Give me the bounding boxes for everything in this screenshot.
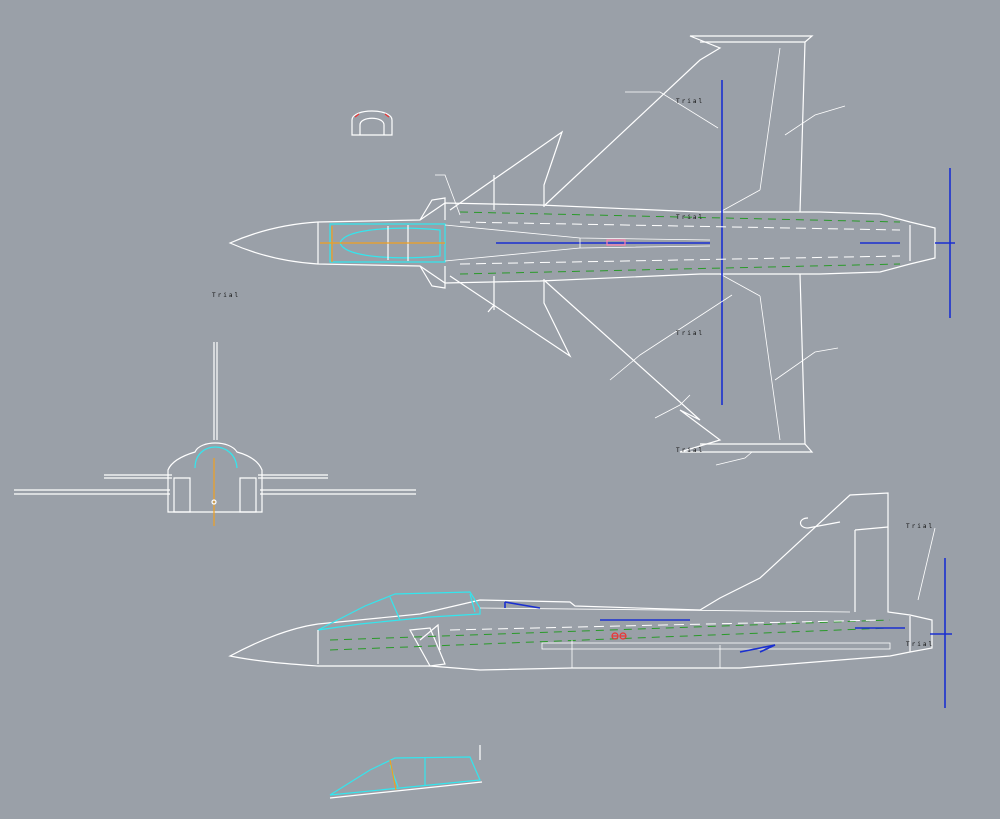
spine-side	[479, 607, 851, 613]
center-point-front	[211, 499, 217, 505]
trial-label-top-3: Trial	[676, 330, 704, 337]
leader-line-7	[715, 451, 753, 466]
canard-front-right	[258, 474, 328, 479]
intake-top-lower	[419, 265, 446, 289]
wing-front-right[interactable]	[260, 489, 416, 495]
canopy-side	[317, 591, 481, 631]
internal-box-side	[541, 642, 891, 650]
canopy-detail-outline	[351, 110, 393, 136]
internal-dash-upper	[459, 221, 901, 231]
leader-line-3	[435, 174, 461, 216]
canopy-detail-mark-2	[384, 113, 390, 118]
canopy-section-outline	[329, 756, 481, 796]
leader-line-2	[784, 105, 846, 136]
fin-side[interactable]	[854, 526, 889, 612]
ref-line-side	[329, 627, 891, 651]
internal-dash-side	[449, 619, 881, 631]
ref-line-upper	[459, 211, 901, 223]
ref-line-lower	[459, 263, 901, 275]
leader-line-side	[917, 527, 936, 601]
wing-upper[interactable]	[544, 35, 814, 213]
canopy-detail[interactable]	[351, 110, 393, 136]
trial-label-top-4: Trial	[676, 447, 704, 454]
trial-label-top-1: Trial	[676, 98, 704, 105]
front-view[interactable]	[14, 342, 416, 526]
trial-label-top-2: Trial	[676, 214, 704, 221]
canard-front-left	[104, 474, 172, 479]
canopy-detail-inner	[359, 117, 385, 135]
top-view[interactable]: Trial Trial Trial Trial Trial	[212, 35, 955, 466]
trial-label-side-2: Trial	[906, 641, 934, 648]
elevon-side-blue[interactable]	[739, 644, 776, 653]
canard-upper[interactable]	[449, 130, 564, 211]
intake-ramp-side	[419, 623, 441, 651]
leader-line-4	[609, 294, 733, 381]
intake-front-left	[173, 477, 191, 513]
cg-marker-top	[606, 239, 626, 246]
ref-line-side-2	[329, 619, 891, 641]
canard-lower[interactable]	[449, 275, 572, 358]
fuselage-outline-side[interactable]	[228, 492, 933, 671]
canard-side-blue[interactable]	[504, 601, 541, 609]
wing-upper-inner	[719, 47, 781, 213]
trial-label-side-1: Trial	[906, 523, 934, 530]
intake-top-upper	[419, 197, 446, 221]
canopy-section-accent	[389, 759, 397, 791]
fuselage-front	[167, 442, 263, 513]
fin-bulge	[799, 517, 841, 529]
side-view[interactable]: Trial Trial	[228, 492, 952, 708]
leader-line-6	[774, 347, 839, 381]
canopy-section[interactable]	[329, 745, 483, 799]
wing-lower-inner	[719, 273, 781, 441]
canopy-detail-mark-1	[354, 113, 360, 118]
canopy-frame-side-2	[469, 593, 476, 613]
internal-dash-lower	[459, 255, 901, 265]
leader-line-1	[625, 91, 719, 129]
leader-line-5	[654, 394, 691, 419]
trial-label-left: Trial	[212, 292, 240, 299]
canopy-section-base	[329, 781, 483, 799]
intake-front-right	[239, 477, 257, 513]
intake-side	[409, 627, 446, 667]
canopy-front	[194, 446, 238, 469]
canard-actuator-lower	[487, 304, 495, 313]
wing-front-left[interactable]	[14, 489, 170, 495]
canopy-frame-side	[389, 596, 401, 621]
canopy-top-view	[329, 223, 446, 263]
wing-lower[interactable]	[544, 273, 814, 453]
